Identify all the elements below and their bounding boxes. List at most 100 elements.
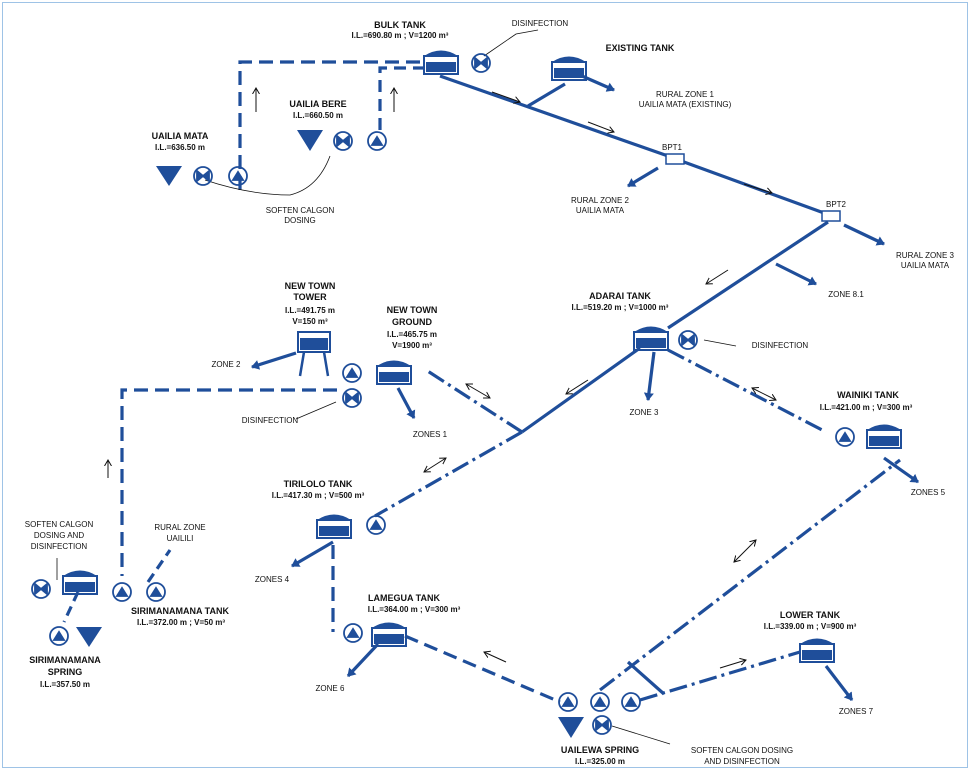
rural-zone-3-line2: UAILIA MATA [900, 261, 950, 270]
pipe-lamegua-to-uailewa [404, 634, 561, 704]
arrow-zones-4 [291, 540, 334, 568]
new-town-tower-spec-1: I.L.=491.75 m [284, 306, 336, 315]
arrow-rural-zone-3 [843, 223, 885, 246]
tank-icon-wainiki [866, 424, 902, 449]
pipe-bpt2-to-adarai [667, 220, 829, 330]
arrow-rural-zone-2 [627, 166, 659, 188]
arrow-zones-5 [883, 456, 919, 484]
callout-disinfection-adarai [703, 339, 737, 347]
uailia-bere-spec: I.L.=660.50 m [292, 111, 344, 120]
pipe-junction-to-newtown [425, 368, 523, 434]
uailewa-spring-spec: I.L.=325.00 m [574, 757, 626, 766]
bpt1-label: BPT1 [661, 143, 682, 152]
uailia-mata-spec: I.L.=636.50 m [154, 143, 206, 152]
arrow-zone-8-1 [775, 262, 817, 286]
tank-icon-tirilolo [316, 514, 352, 539]
zones-7-label: ZONES 7 [838, 707, 874, 716]
zones-1-label: ZONES 1 [412, 430, 448, 439]
tirilolo-tank-spec: I.L.=417.30 m ; V=500 m³ [271, 491, 365, 500]
tank-icon-adarai [633, 326, 669, 351]
flow-arrow-bidirectional [734, 540, 756, 562]
arrow-rural-zone-1 [581, 74, 615, 92]
adarai-tank-spec: I.L.=519.20 m ; V=1000 m³ [571, 303, 669, 312]
pump-icon [49, 131, 855, 712]
tirilolo-tank-name: TIRILOLO TANK [283, 479, 353, 489]
tank-icon-new-town-ground [376, 360, 412, 385]
sirimanamana-tank-name: SIRIMANAMANA TANK [131, 606, 229, 616]
flow-arrow [719, 660, 746, 669]
soften-disinfection-line3: DISINFECTION [30, 542, 88, 551]
tank-icon-bulk [423, 50, 459, 75]
pipe-bulk-to-bpt1 [439, 74, 669, 158]
arrow-zone-3 [643, 351, 656, 401]
sirimanamana-tank-spec: I.L.=372.00 m ; V=50 m³ [136, 618, 226, 627]
pipe-sirimanamana-spring-to-tank [62, 591, 80, 623]
break-pressure-tank-icon-bpt2 [821, 210, 841, 222]
bpt2-label: BPT2 [825, 200, 846, 209]
spring-icon-sirimanamana [76, 627, 102, 647]
zones-4-label: ZONES 4 [254, 575, 290, 584]
disinfection-top-label: DISINFECTION [511, 19, 569, 28]
tank-icon-lower [799, 638, 835, 663]
water-tower-icon [297, 331, 331, 377]
sirimanamana-spring-spec: I.L.=357.50 m [39, 680, 91, 689]
pipe-uailewa-to-wainiki [599, 458, 901, 692]
pipe-adarai-to-wainiki [667, 348, 827, 434]
tank-icon-existing [551, 56, 587, 81]
soften-calgon-line1: SOFTEN CALGON [265, 206, 335, 215]
soften-disinfection-line2: DOSING AND [33, 531, 85, 540]
lamegua-tank-name: LAMEGUA TANK [368, 593, 440, 603]
arrow-zones-1 [396, 387, 416, 419]
callout-soften-disinfection-bottom [611, 725, 671, 745]
rural-zone-2-line1: RURAL ZONE 2 [571, 196, 629, 205]
tank-icon-sirimanamana [62, 570, 98, 595]
new-town-ground-spec-1: I.L.=465.75 m [386, 330, 438, 339]
bulk-tank-name: BULK TANK [374, 20, 426, 30]
pipe-uailia-bere-to-bulk [378, 66, 425, 130]
spring-icon-uailia-bere [297, 130, 323, 151]
sirimanamana-spring-name-2: SPRING [47, 667, 83, 677]
callout-lines [56, 29, 737, 745]
pipe-uailia-mata-to-bulk [238, 60, 425, 190]
new-town-ground-name-1: NEW TOWN [386, 305, 438, 315]
new-town-ground-name-2: GROUND [392, 317, 432, 327]
existing-tank-name: EXISTING TANK [605, 43, 675, 53]
arrow-zone-6 [346, 642, 380, 678]
rural-zone-2-line2: UAILIA MATA [575, 206, 625, 215]
pipe-uailewa-to-lower [639, 650, 801, 702]
zone-3-label: ZONE 3 [629, 408, 659, 417]
zones-5-label: ZONES 5 [910, 488, 946, 497]
soften-disinfection-bottom-line1: SOFTEN CALGON DOSING [690, 746, 794, 755]
uailewa-spring-name: UAILEWA SPRING [560, 745, 640, 755]
pipe-newtown-to-sirimanamana [120, 388, 337, 576]
soften-calgon-line2: DOSING [284, 216, 316, 225]
break-pressure-tank-icon-bpt1 [665, 153, 685, 165]
supply-arrows [251, 74, 919, 701]
new-town-ground-spec-2: V=1900 m³ [392, 341, 432, 350]
rural-zone-1-line2: UAILIA MATA (EXISTING) [638, 100, 732, 109]
wainiki-tank-spec: I.L.=421.00 m ; V=300 m³ [819, 403, 913, 412]
bulk-tank-spec: I.L.=690.80 m ; V=1200 m³ [351, 31, 449, 40]
rural-zone-uailili-line2: UAILILI [166, 534, 194, 543]
lower-tank-spec: I.L.=339.00 m ; V=900 m³ [763, 622, 857, 631]
flow-arrow-bidirectional [466, 384, 490, 398]
arrow-zones-7 [824, 665, 854, 701]
pipe-junction-to-tirilolo [374, 430, 523, 518]
spring-icon-uailia-mata [156, 166, 182, 186]
rural-zone-uailili-line1: RURAL ZONE [154, 523, 206, 532]
new-town-tower-name-2: TOWER [293, 292, 327, 302]
uailia-mata-name: UAILIA MATA [151, 131, 209, 141]
flow-arrow-bidirectional [752, 388, 776, 400]
soften-disinfection-bottom-line2: AND DISINFECTION [704, 757, 780, 766]
flow-arrow [706, 269, 729, 284]
pipe-uailewa-split [626, 660, 666, 696]
new-town-tower-spec-2: V=150 m³ [292, 317, 328, 326]
sirimanamana-spring-name-1: SIRIMANAMANA [29, 655, 101, 665]
flow-arrow [587, 121, 614, 132]
wainiki-tank-name: WAINIKI TANK [837, 390, 899, 400]
uailia-bere-name: UAILIA BERE [289, 99, 347, 109]
rural-zone-1-line1: RURAL ZONE 1 [656, 90, 714, 99]
pipe-adarai-to-junction [521, 346, 641, 434]
